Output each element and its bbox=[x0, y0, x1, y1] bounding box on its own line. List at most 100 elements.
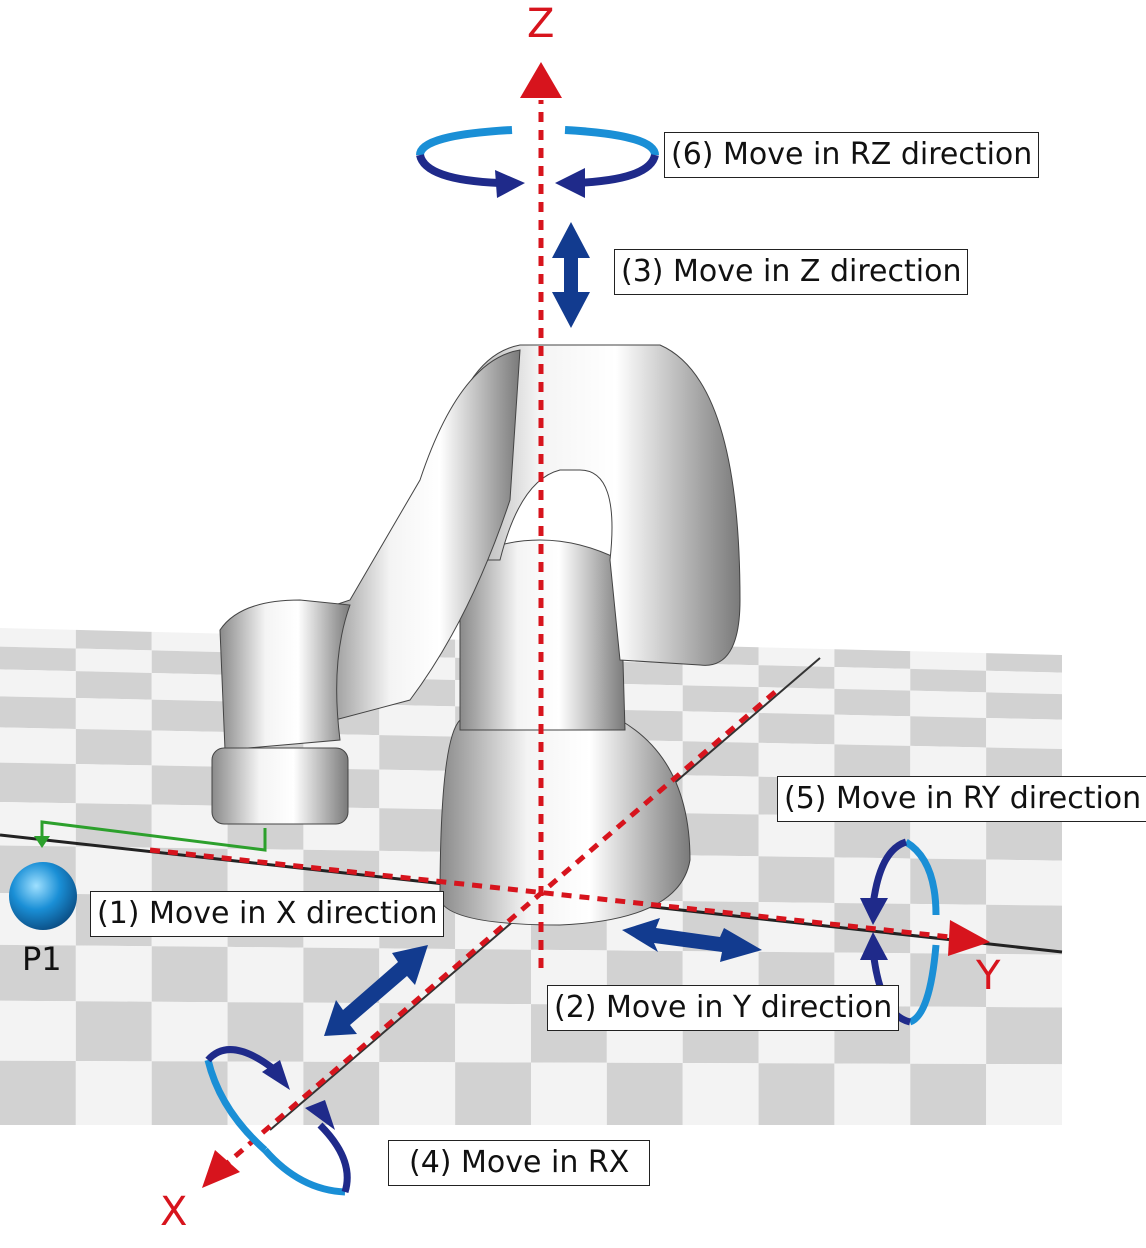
floor-tile bbox=[0, 669, 76, 699]
path-indicator bbox=[40, 820, 267, 852]
floor-tile bbox=[379, 1003, 456, 1063]
floor-tile bbox=[151, 672, 228, 702]
floor-tile bbox=[0, 628, 76, 649]
floor-tile bbox=[834, 857, 911, 904]
y-move-arrow-icon bbox=[622, 918, 762, 962]
y-label: (2) Move in Y direction bbox=[547, 985, 900, 1031]
floor-tile bbox=[986, 747, 1062, 783]
floor-tile bbox=[758, 742, 835, 779]
floor-tile bbox=[151, 730, 228, 767]
floor-tile bbox=[379, 850, 456, 899]
floor-tile bbox=[758, 1063, 835, 1125]
floor-tile bbox=[910, 816, 987, 860]
x-label: (1) Move in X direction bbox=[90, 891, 445, 937]
floor-tile bbox=[986, 818, 1062, 861]
floor-tile bbox=[75, 764, 152, 805]
floor-tile bbox=[986, 859, 1062, 906]
floor-tile bbox=[303, 1061, 380, 1125]
floor-tile bbox=[986, 1064, 1062, 1125]
floor-tile bbox=[227, 1002, 304, 1062]
floor-tile bbox=[531, 1062, 607, 1125]
floor-tile bbox=[682, 855, 759, 903]
floor-tile bbox=[75, 671, 152, 700]
robot-base bbox=[439, 719, 691, 926]
floor-tile bbox=[682, 775, 759, 815]
floor-tile bbox=[758, 814, 835, 858]
floor-tile bbox=[379, 769, 456, 810]
floor-tile bbox=[0, 646, 76, 672]
floor-tile bbox=[910, 1006, 987, 1065]
floor-tile bbox=[986, 953, 1062, 1008]
floor-tile bbox=[834, 714, 911, 746]
floor-tile bbox=[910, 858, 987, 905]
floor-tile bbox=[682, 685, 759, 713]
floor-tile bbox=[0, 801, 76, 847]
floor-tile bbox=[227, 946, 304, 1003]
x-move-arrow-icon bbox=[324, 945, 428, 1036]
floor-tile bbox=[379, 808, 456, 852]
floor-tile bbox=[75, 846, 152, 895]
floor-tile bbox=[910, 651, 987, 671]
y-axis-label: Y bbox=[976, 953, 1001, 999]
rx-label: (4) Move in RX bbox=[388, 1140, 651, 1186]
y-axis-arrowhead-icon bbox=[948, 920, 990, 956]
floor-tile bbox=[75, 648, 152, 673]
floor-tile bbox=[758, 712, 835, 745]
floor-tile bbox=[910, 690, 987, 718]
floor-tile bbox=[0, 696, 76, 729]
path-arrow-icon bbox=[34, 836, 50, 848]
floor-tile bbox=[151, 650, 228, 675]
floor-tile bbox=[151, 847, 228, 896]
z-move-arrow-icon bbox=[552, 222, 590, 328]
floor-tile bbox=[75, 1001, 152, 1062]
floor-tile bbox=[682, 813, 759, 857]
floor-tile bbox=[151, 765, 228, 806]
floor-tile bbox=[455, 1003, 531, 1063]
z-label: (3) Move in Z direction bbox=[614, 249, 969, 295]
rz-rotation-icon bbox=[416, 126, 659, 198]
y-axis bbox=[149, 847, 951, 940]
floor-tile bbox=[606, 661, 683, 686]
floor-tile bbox=[834, 1063, 911, 1125]
p1-point-marker bbox=[9, 862, 77, 930]
x-axis-label: X bbox=[160, 1189, 188, 1235]
floor-tile bbox=[151, 699, 228, 733]
floor-tile bbox=[227, 848, 304, 897]
floor-tile bbox=[986, 653, 1062, 673]
floor-tile bbox=[834, 744, 911, 780]
floor-tile bbox=[682, 741, 759, 777]
floor-tile bbox=[910, 716, 987, 748]
floor-tile bbox=[834, 815, 911, 859]
floor-tile bbox=[151, 1061, 228, 1125]
floor-tile bbox=[75, 945, 152, 1002]
floor-tile bbox=[986, 717, 1062, 749]
floor-tile bbox=[0, 944, 76, 1002]
x-axis-arrowhead-icon bbox=[202, 1150, 240, 1188]
floor-tile bbox=[0, 1060, 76, 1125]
floor-tile bbox=[758, 902, 835, 953]
floor-tile bbox=[379, 704, 456, 737]
floor-tile bbox=[379, 1062, 456, 1125]
floor-tile bbox=[910, 745, 987, 781]
floor-tile bbox=[0, 762, 76, 804]
robot-wrist bbox=[219, 599, 351, 751]
floor-tile bbox=[758, 856, 835, 903]
floor-tile bbox=[758, 647, 835, 668]
floor-tile bbox=[303, 947, 380, 1004]
ry-label: (5) Move in RY direction bbox=[777, 776, 1146, 822]
floor-tile bbox=[606, 683, 683, 712]
robot-arm bbox=[211, 344, 741, 926]
robot-forearm bbox=[319, 349, 521, 721]
floor-tile bbox=[75, 803, 152, 848]
p1-label: P1 bbox=[22, 940, 62, 978]
floor-tile bbox=[910, 953, 987, 1008]
floor-tile bbox=[75, 698, 152, 731]
rz-label: (6) Move in RZ direction bbox=[664, 132, 1040, 178]
floor-tile bbox=[455, 1062, 531, 1125]
floor-tile bbox=[0, 727, 76, 765]
x-axis bbox=[223, 690, 777, 1167]
floor-tile bbox=[910, 1063, 987, 1125]
floor-tile bbox=[75, 629, 152, 651]
